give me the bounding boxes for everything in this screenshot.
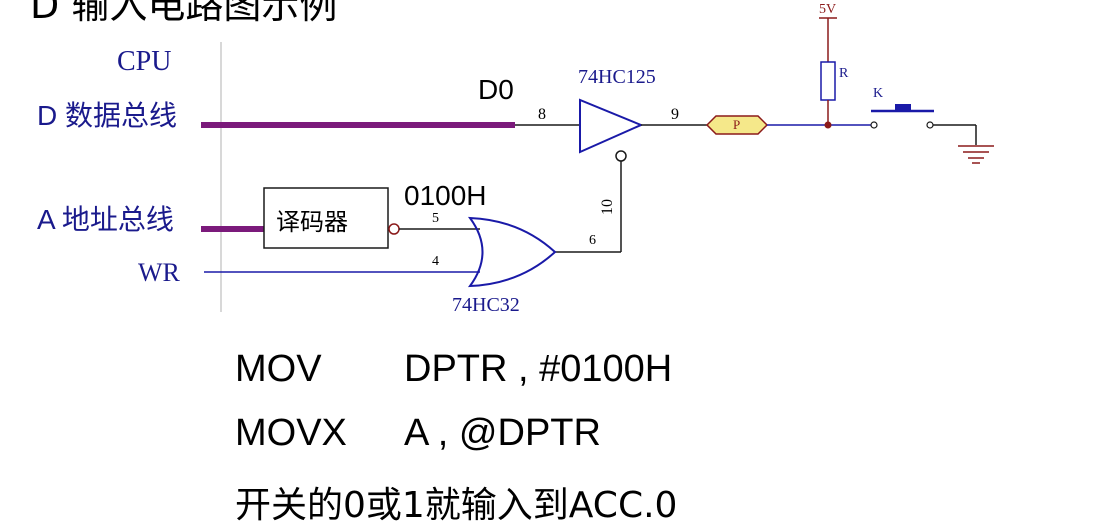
page-title: D 输入电路图示例	[30, 0, 338, 27]
resistor-label: R	[839, 66, 849, 81]
cpu-label: CPU	[117, 46, 172, 77]
buffer-chip-label: 74HC125	[578, 66, 656, 88]
decoder-output-bubble	[388, 223, 400, 235]
code-line2-arg: A , @DPTR	[404, 412, 601, 454]
switch-button	[895, 104, 911, 111]
code-note: 开关的0或1就输入到ACC.0	[235, 485, 678, 526]
pin-9: 9	[671, 106, 679, 123]
wr-label: WR	[138, 258, 180, 287]
address-bus-label: A 地址总线	[37, 204, 174, 235]
or-chip-label: 74HC32	[452, 294, 520, 316]
probe-label: P	[733, 117, 741, 132]
switch-contact-left	[870, 121, 878, 129]
switch-contact-right	[926, 121, 934, 129]
pin-4: 4	[432, 254, 439, 269]
code-line2-op: MOVX	[235, 412, 347, 454]
pin-6: 6	[589, 233, 596, 248]
buffer-gate	[579, 98, 644, 154]
data-bus-label: D 数据总线	[37, 100, 178, 131]
code-line1-arg: DPTR , #0100H	[404, 348, 673, 390]
pin-5: 5	[432, 211, 439, 226]
address-label: 0100H	[404, 180, 487, 211]
resistor-r	[820, 61, 836, 101]
vcc-label: 5V	[819, 2, 837, 17]
pin-8: 8	[538, 106, 546, 123]
decoder-label: 译码器	[276, 209, 348, 236]
switch-label: K	[873, 86, 884, 101]
buffer-enable-bubble	[615, 150, 627, 162]
or-gate	[467, 216, 557, 288]
decoder-box	[263, 187, 389, 249]
code-line1-op: MOV	[235, 348, 322, 390]
d0-label: D0	[478, 74, 514, 105]
pin-10: 10	[599, 199, 616, 215]
